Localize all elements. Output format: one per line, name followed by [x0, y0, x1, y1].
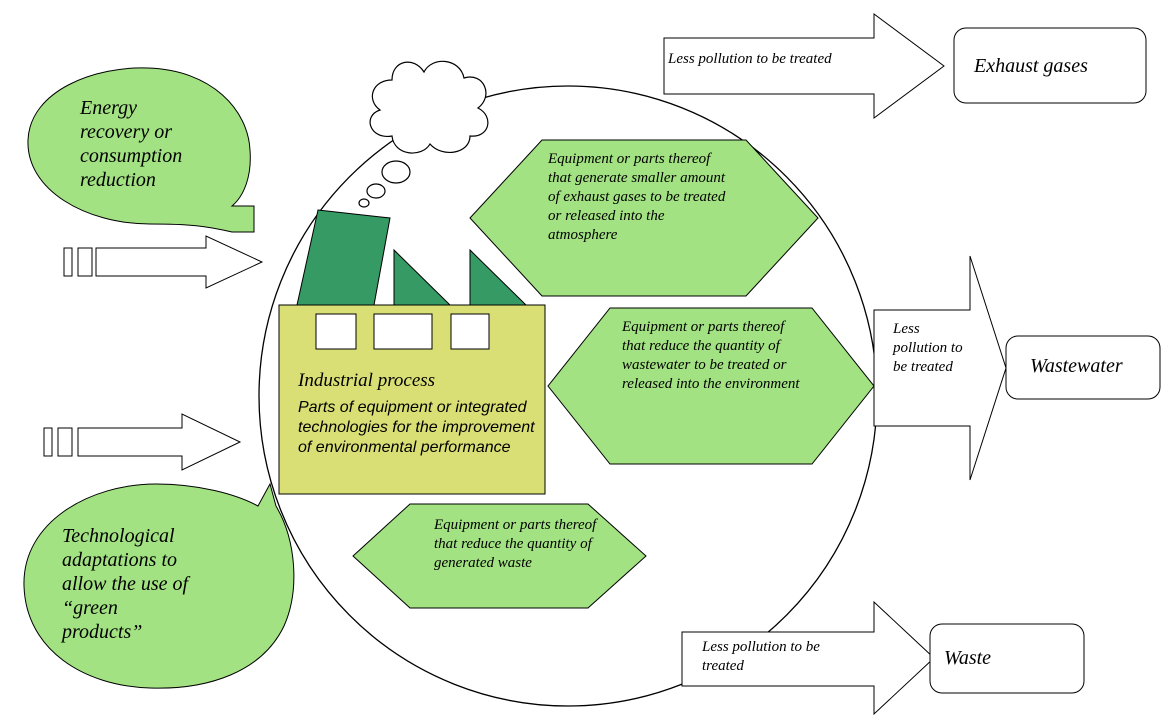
factory-window	[450, 313, 490, 350]
waste-arrow-label: Less pollution to be treated	[702, 639, 820, 674]
energy-input-bubble	[27, 67, 255, 233]
energy-input-arrow	[63, 235, 264, 289]
waste-output-arrow	[681, 600, 935, 716]
exhaust-output-box	[953, 27, 1147, 104]
exhaust-measure-hexagon	[469, 139, 819, 297]
wastewater-output-arrow	[873, 255, 1007, 481]
factory-title: Industrial process	[298, 370, 436, 391]
wastewater-output-box	[1005, 335, 1161, 400]
waste-measure-hexagon	[352, 503, 647, 609]
arrow-icon	[77, 247, 93, 277]
arrow-icon	[43, 427, 53, 457]
waste-output-box	[929, 623, 1085, 694]
technological-input-label: Technological adaptations to allow the u…	[62, 525, 189, 643]
wastewater-box-label: Wastewater	[1030, 355, 1123, 377]
factory-subtitle: Parts of equipment or integrated technol…	[298, 399, 535, 456]
thought-cloud-icon	[358, 60, 489, 208]
exhaust-measure-label: Equipment or parts thereof that generate…	[548, 151, 726, 243]
wastewater-arrow-label: Less pollution to be treated	[893, 321, 963, 375]
waste-box-label: Waste	[944, 647, 992, 669]
factory-window	[373, 313, 433, 350]
arrow-icon	[77, 413, 242, 471]
exhaust-output-arrow	[663, 13, 945, 119]
arrow-icon	[57, 427, 73, 457]
arrow-icon	[95, 235, 264, 289]
exhaust-box-label: Exhaust gases	[974, 55, 1088, 77]
wastewater-measure-label: Equipment or parts thereof that reduce t…	[622, 319, 800, 392]
waste-measure-label: Equipment or parts thereof that reduce t…	[434, 517, 597, 571]
arrow-icon	[63, 247, 73, 277]
factory-window	[315, 313, 357, 350]
energy-input-label: Energy recovery or consumption reduction	[80, 97, 183, 191]
exhaust-arrow-label: Less pollution to be treated	[668, 51, 832, 67]
factory-icon	[278, 209, 546, 495]
technological-input-arrow	[43, 413, 242, 471]
technological-input-bubble	[23, 482, 295, 689]
